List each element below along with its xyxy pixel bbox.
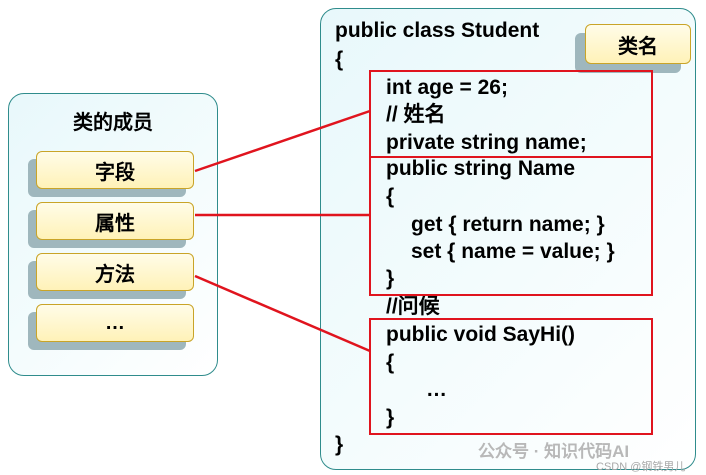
code-line-getter: get { return name; } [411,213,605,236]
watermark-text: 公众号 · 知识代码AI [478,442,630,461]
member-property-label: 属性 [36,202,194,240]
member-method-label: 方法 [36,253,194,291]
code-line-property-open-brace: { [386,185,395,208]
code-line-greet-comment: //问候 [386,295,440,318]
member-more-label: … [36,304,194,342]
member-field-label: 字段 [36,151,194,189]
class-code-panel [320,8,696,470]
method-connector-line [194,274,371,353]
code-line-method-open-brace: { [386,351,395,374]
code-line-open-brace: { [335,48,344,71]
code-line-setter: set { name = value; } [411,240,615,263]
class-name-callout: 类名 [575,24,699,73]
member-method: 方法 [28,253,194,299]
code-line-class-close-brace: } [335,433,344,456]
code-line-method-declaration: public void SayHi() [386,323,576,346]
code-line-class-declaration: public class Student [335,19,540,42]
field-connector-line [194,109,371,173]
code-line-method-body-ellipsis: … [426,378,447,401]
code-line-age-field: int age = 26; [386,76,508,99]
code-line-property-declaration: public string Name [386,157,576,180]
code-line-method-close-brace: } [386,406,395,429]
class-members-title: 类的成员 [73,112,153,134]
method-highlight-box [369,318,653,435]
code-line-name-comment: // 姓名 [386,103,446,126]
member-more: … [28,304,194,350]
watermark-credit: CSDN @钢铁男儿 [596,461,686,473]
member-field: 字段 [28,151,194,197]
code-line-name-field: private string name; [386,131,587,154]
member-property: 属性 [28,202,194,248]
property-highlight-box [369,156,653,296]
class-name-label: 类名 [585,24,691,64]
code-line-property-close-brace: } [386,267,395,290]
